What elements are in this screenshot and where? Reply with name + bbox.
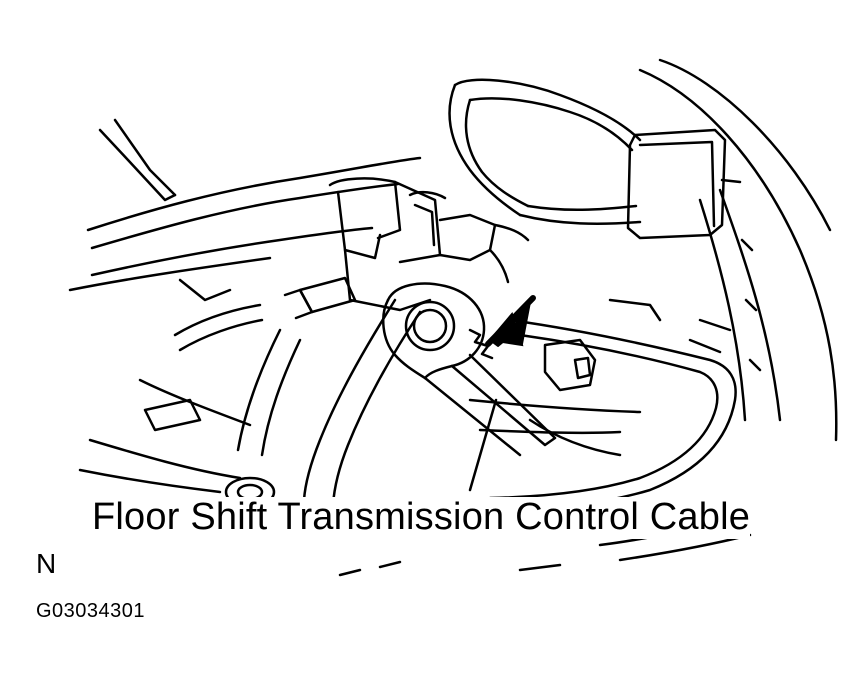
body-panel-right — [638, 58, 838, 442]
leader-line — [468, 398, 498, 492]
upper-hose — [448, 78, 642, 225]
left-connector — [173, 276, 357, 352]
component-label: Floor Shift Transmission Control Cable — [92, 496, 751, 539]
cross-member — [68, 118, 422, 302]
shift-bracket — [328, 177, 530, 312]
figure-id: G03034301 — [36, 600, 146, 622]
connector-box — [626, 128, 742, 240]
wrench — [382, 282, 557, 457]
view-letter: N — [36, 548, 57, 579]
lower-frame-pipes — [78, 298, 422, 507]
indicator-arrow — [485, 295, 536, 347]
